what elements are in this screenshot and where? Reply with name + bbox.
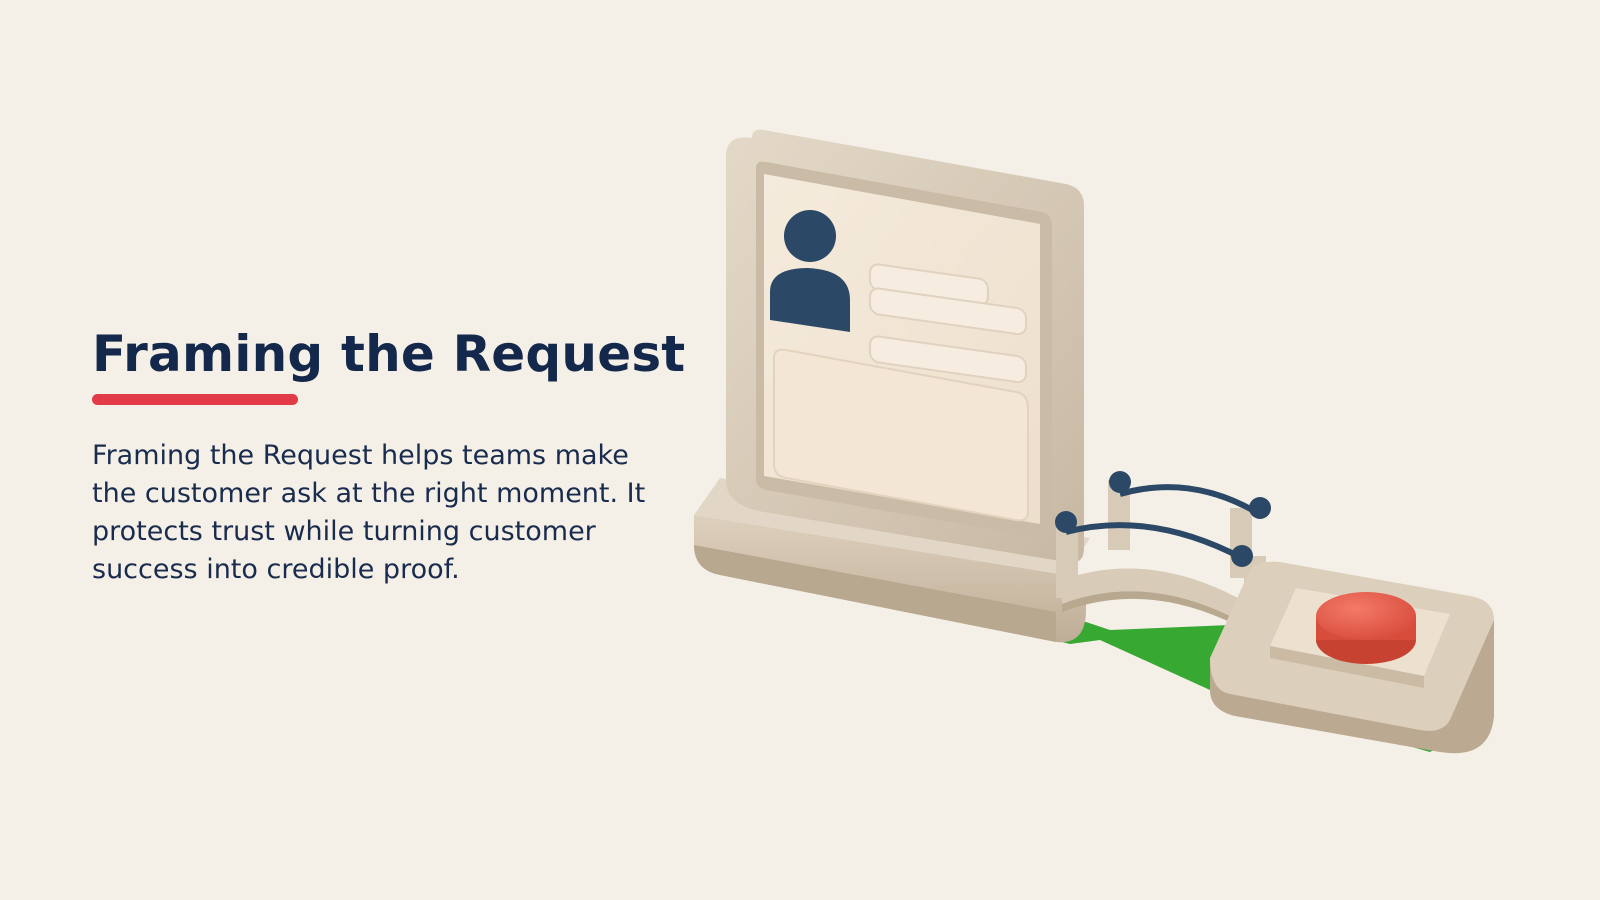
- slide-title: Framing the Request: [92, 325, 686, 383]
- red-button-icon: [1210, 561, 1494, 754]
- person-avatar-icon: [770, 210, 850, 332]
- profile-card-icon: [694, 129, 1090, 643]
- profile-to-button-illustration: [694, 129, 1494, 754]
- slide-body-text: Framing the Request helps teams make the…: [92, 440, 646, 585]
- title-underline-accent: [92, 394, 298, 405]
